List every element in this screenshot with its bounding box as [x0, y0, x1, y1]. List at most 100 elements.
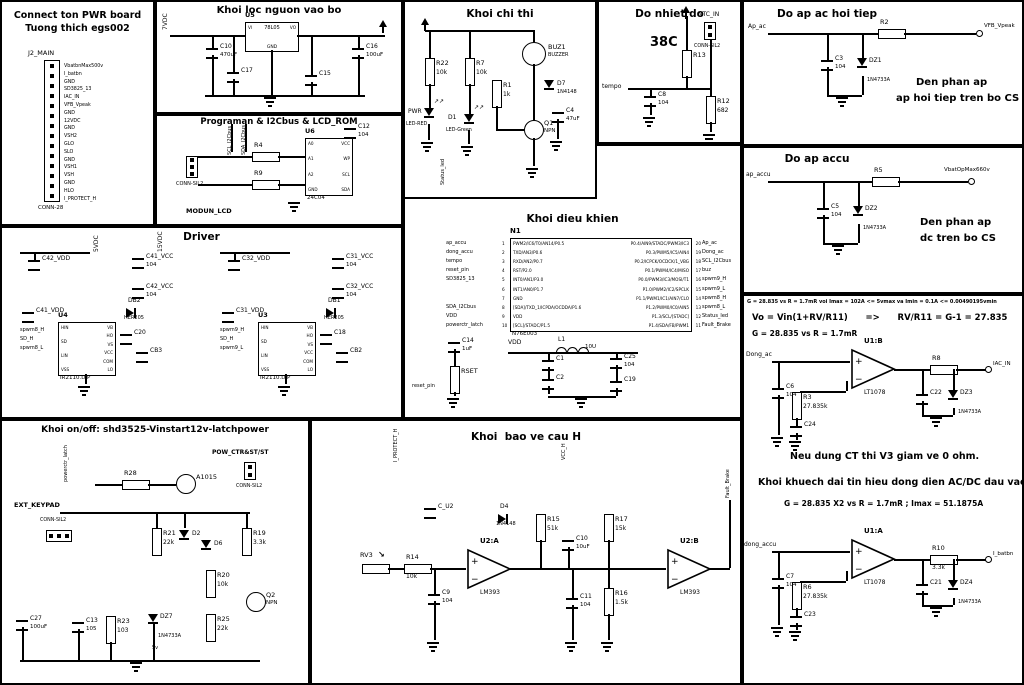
- wire-segment: [904, 33, 976, 35]
- wire-segment: [846, 571, 848, 581]
- zener-DZ2: [853, 206, 863, 216]
- text-label: BUZZER: [548, 52, 569, 58]
- wire-segment: [768, 33, 878, 35]
- ground-symbol: [461, 146, 473, 156]
- text-label: CB2: [350, 347, 363, 354]
- text-label: C_U2: [438, 503, 454, 510]
- text-label: D4: [500, 503, 509, 510]
- ground-symbol: [565, 642, 577, 652]
- text-label: C6: [786, 383, 795, 390]
- text-label: C18: [334, 329, 346, 336]
- wire-segment: [278, 184, 305, 186]
- resistor-R25: [206, 614, 216, 642]
- wire-segment: [548, 396, 616, 398]
- text-label: C31_VCC: [346, 253, 374, 260]
- text-label: Status_led: [440, 158, 446, 185]
- text-label: D1: [448, 114, 457, 121]
- wire-segment: [710, 122, 712, 132]
- wire-segment: [568, 547, 570, 568]
- text-label: U6: [305, 127, 315, 135]
- terminal-dot: [985, 556, 992, 563]
- text-label: IR2110.DIP: [60, 375, 91, 381]
- text-label: 1N4733A: [158, 633, 182, 639]
- svg-text:+: +: [471, 557, 479, 567]
- wire-segment: [234, 252, 236, 260]
- text-label: C14: [462, 337, 474, 344]
- text-label: C15: [319, 70, 331, 77]
- text-label: R10: [932, 544, 945, 552]
- text-label: 15k: [615, 525, 627, 532]
- text-label: VCC_H: [561, 443, 567, 460]
- pin-label: SD_H: [20, 336, 34, 342]
- wire-segment: [548, 352, 550, 360]
- wire-segment: [156, 512, 158, 528]
- resistor-R5: [872, 177, 900, 187]
- wire-segment: [827, 67, 829, 95]
- svg-text:+: +: [671, 557, 679, 567]
- wire-segment: [22, 627, 24, 660]
- text-label: 1k: [503, 91, 511, 98]
- text-label: 27.835k: [803, 403, 828, 410]
- title-pwr-line1: Connect ton PWR board: [13, 10, 142, 21]
- diode-D7: [544, 80, 554, 90]
- wire-segment: [496, 106, 498, 129]
- resistor-R13: [682, 50, 692, 78]
- wire-segment: [311, 35, 313, 75]
- pin-label: Ap_ac: [702, 240, 717, 246]
- connector-: [46, 530, 72, 542]
- connector-: [244, 462, 256, 480]
- wire-segment: [110, 642, 112, 660]
- wire-segment: [894, 559, 930, 561]
- diode-D2: [179, 530, 189, 540]
- title-onoff: Khoi on/off: shd3525-Vinstart12v-latchpo…: [41, 425, 269, 435]
- resistor-R1: [492, 80, 502, 108]
- text-label: LT1078: [864, 579, 886, 586]
- text-label: DZ3: [960, 389, 973, 396]
- wire-segment: [469, 30, 471, 58]
- text-label: Q2: [266, 591, 276, 599]
- pin-label: spwm9_H: [702, 276, 727, 283]
- text-label: CB3: [150, 347, 163, 354]
- pin-label: SD3825_13: [64, 87, 92, 93]
- wire-segment: [184, 512, 186, 528]
- text-label: C22: [930, 389, 942, 396]
- transistor-A1015: [176, 474, 196, 494]
- pin-label: SLO: [64, 149, 74, 155]
- text-label: ap hoi tiep tren bo CS: [896, 93, 1020, 104]
- text-label: C42_VDD: [42, 255, 71, 262]
- text-label: 105: [86, 626, 97, 632]
- text-label: 24C04: [307, 195, 325, 201]
- wire-segment: [429, 84, 431, 108]
- text-label: CONN-SIL2: [694, 44, 721, 49]
- ground-symbol: [601, 642, 613, 652]
- wire-segment: [616, 365, 618, 381]
- wire-segment: [953, 559, 955, 580]
- pin-label: GND: [64, 126, 75, 132]
- text-label: C5: [831, 203, 840, 210]
- resistor-R7: [465, 58, 475, 86]
- svg-text:−: −: [671, 575, 679, 585]
- text-label: L1: [558, 336, 566, 343]
- pin-label: GND: [64, 79, 75, 85]
- text-label: 104: [786, 392, 797, 398]
- wire-segment: [778, 551, 780, 578]
- text-label: reset_pin: [412, 383, 435, 389]
- wire-segment: [60, 512, 250, 514]
- block-pwr-connector: [0, 0, 155, 226]
- ground-symbol: [771, 437, 783, 447]
- pin-label: reset_pin: [446, 267, 469, 274]
- pin-label: spwm8_H: [702, 294, 727, 301]
- diode-D6: [201, 540, 211, 550]
- wire-segment: [231, 124, 233, 152]
- title-indicator: Khoi chi thi: [466, 8, 534, 20]
- text-label: Den phan ap: [920, 217, 992, 228]
- wire-segment: [953, 408, 955, 415]
- svg-text:−: −: [471, 575, 479, 585]
- wire-segment: [572, 605, 574, 640]
- connector-: [44, 60, 60, 202]
- title-program-i2c: Programan & I2Cbus & LCD_ROM: [200, 117, 358, 127]
- svg-text:+: +: [855, 547, 863, 557]
- capacitor-C41_VCC: [132, 258, 144, 269]
- wire-segment: [922, 369, 924, 394]
